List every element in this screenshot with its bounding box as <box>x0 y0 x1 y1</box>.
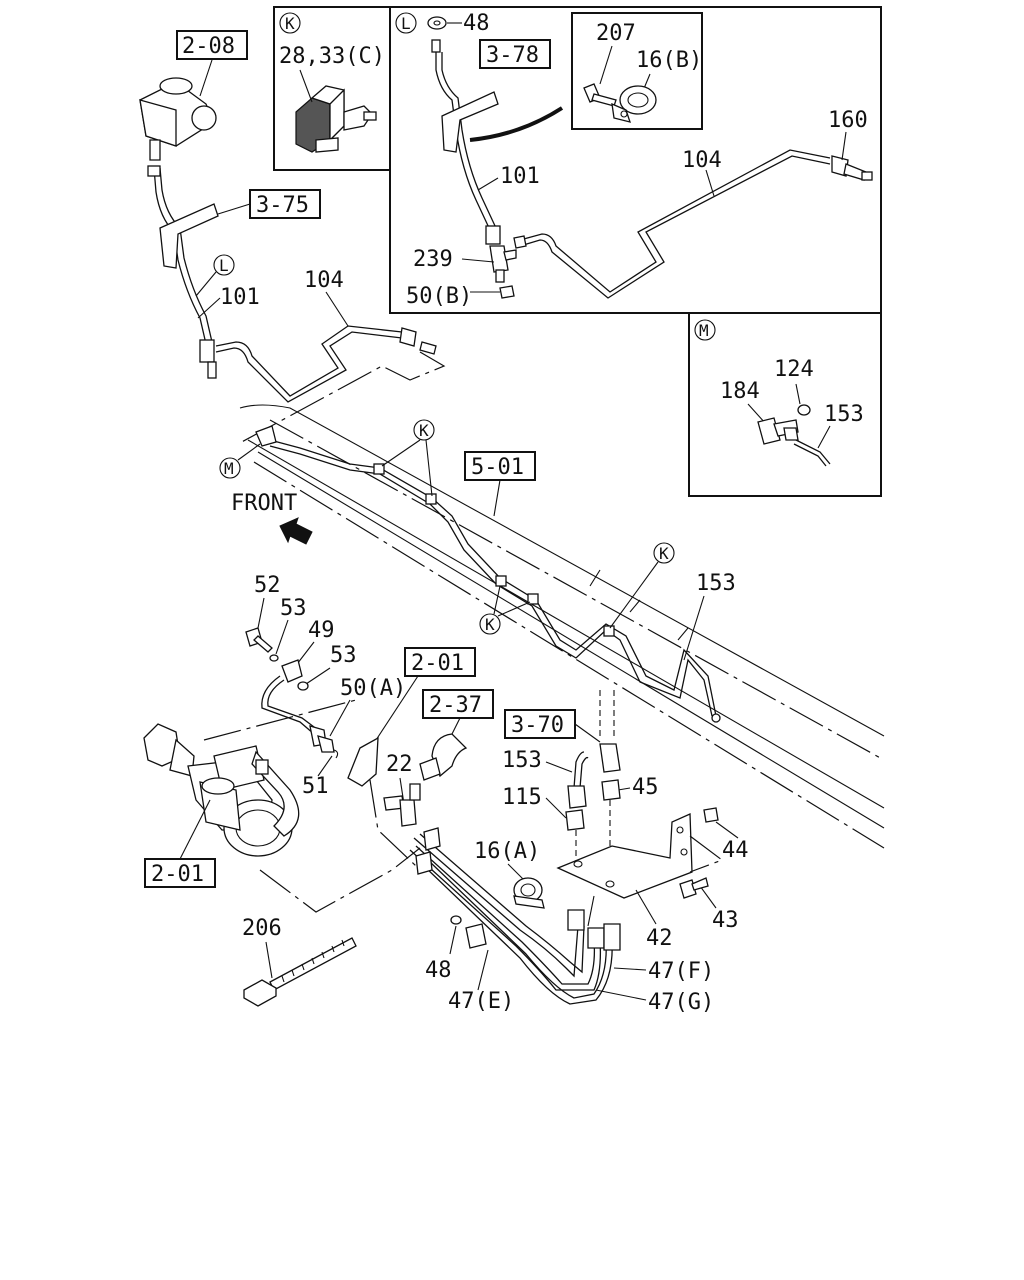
frame-marker-circle <box>219 457 241 479</box>
hose-101-inset <box>431 39 501 245</box>
inset-m-marker-circle <box>694 319 716 341</box>
ref-box <box>504 709 576 739</box>
part-label: 184 <box>720 379 760 404</box>
part-label: 42 <box>646 926 673 951</box>
clutch-booster-shape <box>143 723 300 857</box>
part-label: 51 <box>302 774 329 799</box>
part-label: 48 <box>463 11 490 36</box>
ref-label: 3-70 <box>511 713 564 738</box>
ref-label: 3-75 <box>256 193 309 218</box>
part-label: 47(F) <box>648 959 714 984</box>
arc-shape <box>469 106 564 142</box>
frame-marker-circle <box>479 613 501 635</box>
ref-box <box>404 647 476 677</box>
part-label: 239 <box>413 247 453 272</box>
frame-marker-circle <box>653 542 675 564</box>
ref-label: 2-01 <box>151 862 204 887</box>
part-label: 124 <box>774 357 814 382</box>
part-label: 50(A) <box>340 676 406 701</box>
inset-m-frame <box>688 312 882 497</box>
inset-k: K 28,33(C) <box>273 6 391 171</box>
ref-box <box>176 30 248 60</box>
part-label: 50(B) <box>406 284 472 309</box>
inset-m: M 124 184 153 <box>688 312 882 497</box>
hose-2-37-shape <box>431 733 468 778</box>
inset-l-marker: L <box>401 14 411 33</box>
part-label: 207 <box>596 21 636 46</box>
part-label: 47(G) <box>648 990 714 1015</box>
washer-48-shape <box>427 16 447 30</box>
ref-label: 5-01 <box>471 455 524 480</box>
frame-marker-k: K <box>485 615 495 634</box>
inset-k-marker-circle <box>279 12 301 34</box>
part-label: 43 <box>712 908 739 933</box>
clamp-16a-shape <box>513 877 545 909</box>
connector-3-70-shape <box>599 690 621 773</box>
inset-l-frame <box>389 6 882 314</box>
part-label: 104 <box>304 268 344 293</box>
lower-assembly: 52 53 49 53 50(A) 51 2-01 2-37 <box>143 573 749 1015</box>
ref-box <box>249 189 321 219</box>
part-label: 206 <box>242 916 282 941</box>
pipe-104-inset <box>513 149 873 299</box>
ref-box <box>422 689 494 719</box>
part-label: 53 <box>330 643 357 668</box>
part-label: 101 <box>220 285 260 310</box>
inset-l-marker-circle <box>395 12 417 34</box>
ref-box <box>144 858 216 888</box>
upper-marker-circle <box>213 254 235 276</box>
ref-box <box>479 39 551 69</box>
part-label: 153 <box>502 748 542 773</box>
inset-k-clip-drawing <box>295 69 377 153</box>
inset-m-marker: M <box>699 321 709 340</box>
ref-box <box>464 451 536 481</box>
frame-marker-k: K <box>419 421 429 440</box>
front-label: FRONT <box>231 491 297 516</box>
part-label: 115 <box>502 785 542 810</box>
inset-k-marker: K <box>285 14 295 33</box>
upper-marker-l: L <box>219 256 229 275</box>
part-label: 53 <box>280 596 307 621</box>
ref-label: 2-08 <box>182 34 235 59</box>
part-label: 44 <box>722 838 749 863</box>
part-label: 101 <box>500 164 540 189</box>
ref-label: 3-78 <box>486 43 539 68</box>
frame-rail: K K K M 5-01 153 FRONT <box>219 404 885 849</box>
part-label: 160 <box>828 108 868 133</box>
part-label: 153 <box>696 571 736 596</box>
inset-l: L 48 3-78 207 16(B) <box>389 6 882 314</box>
part-label: 153 <box>824 402 864 427</box>
part-label: 48 <box>425 958 452 983</box>
part-label: 16(A) <box>474 839 540 864</box>
upper-assembly: 2-08 3-75 L 101 104 <box>139 30 446 445</box>
ref-label: 2-37 <box>429 693 482 718</box>
part-label: 16(B) <box>636 48 702 73</box>
frame-marker-circle <box>413 419 435 441</box>
upper-marker-m: M <box>224 459 234 478</box>
bleeder-184-shape <box>757 404 831 467</box>
inset-k-label: 28,33(C) <box>279 44 385 69</box>
frame-marker-k: K <box>659 544 669 563</box>
bracket-3-75-shape <box>159 203 219 269</box>
nut-50b-shape <box>499 285 515 299</box>
front-arrow-icon <box>279 517 313 545</box>
part-label: 49 <box>308 618 335 643</box>
part-label: 22 <box>386 752 413 777</box>
part-label: 104 <box>682 148 722 173</box>
bracket-42-shape <box>556 813 693 899</box>
part-label: 52 <box>254 573 281 598</box>
clamp-16b-shape <box>611 85 657 123</box>
tee-239-shape <box>489 245 517 283</box>
part-label: 47(E) <box>448 989 514 1014</box>
cable-tie-206-shape <box>243 937 357 1007</box>
ref-label: 2-01 <box>411 651 464 676</box>
part-label: 45 <box>632 775 659 800</box>
detail-box-207 <box>571 12 703 130</box>
fitting-22-shape <box>383 783 421 827</box>
bracket-shape <box>347 736 379 787</box>
hoses-47-shape <box>409 827 621 1005</box>
master-cylinder-shape <box>139 77 217 161</box>
